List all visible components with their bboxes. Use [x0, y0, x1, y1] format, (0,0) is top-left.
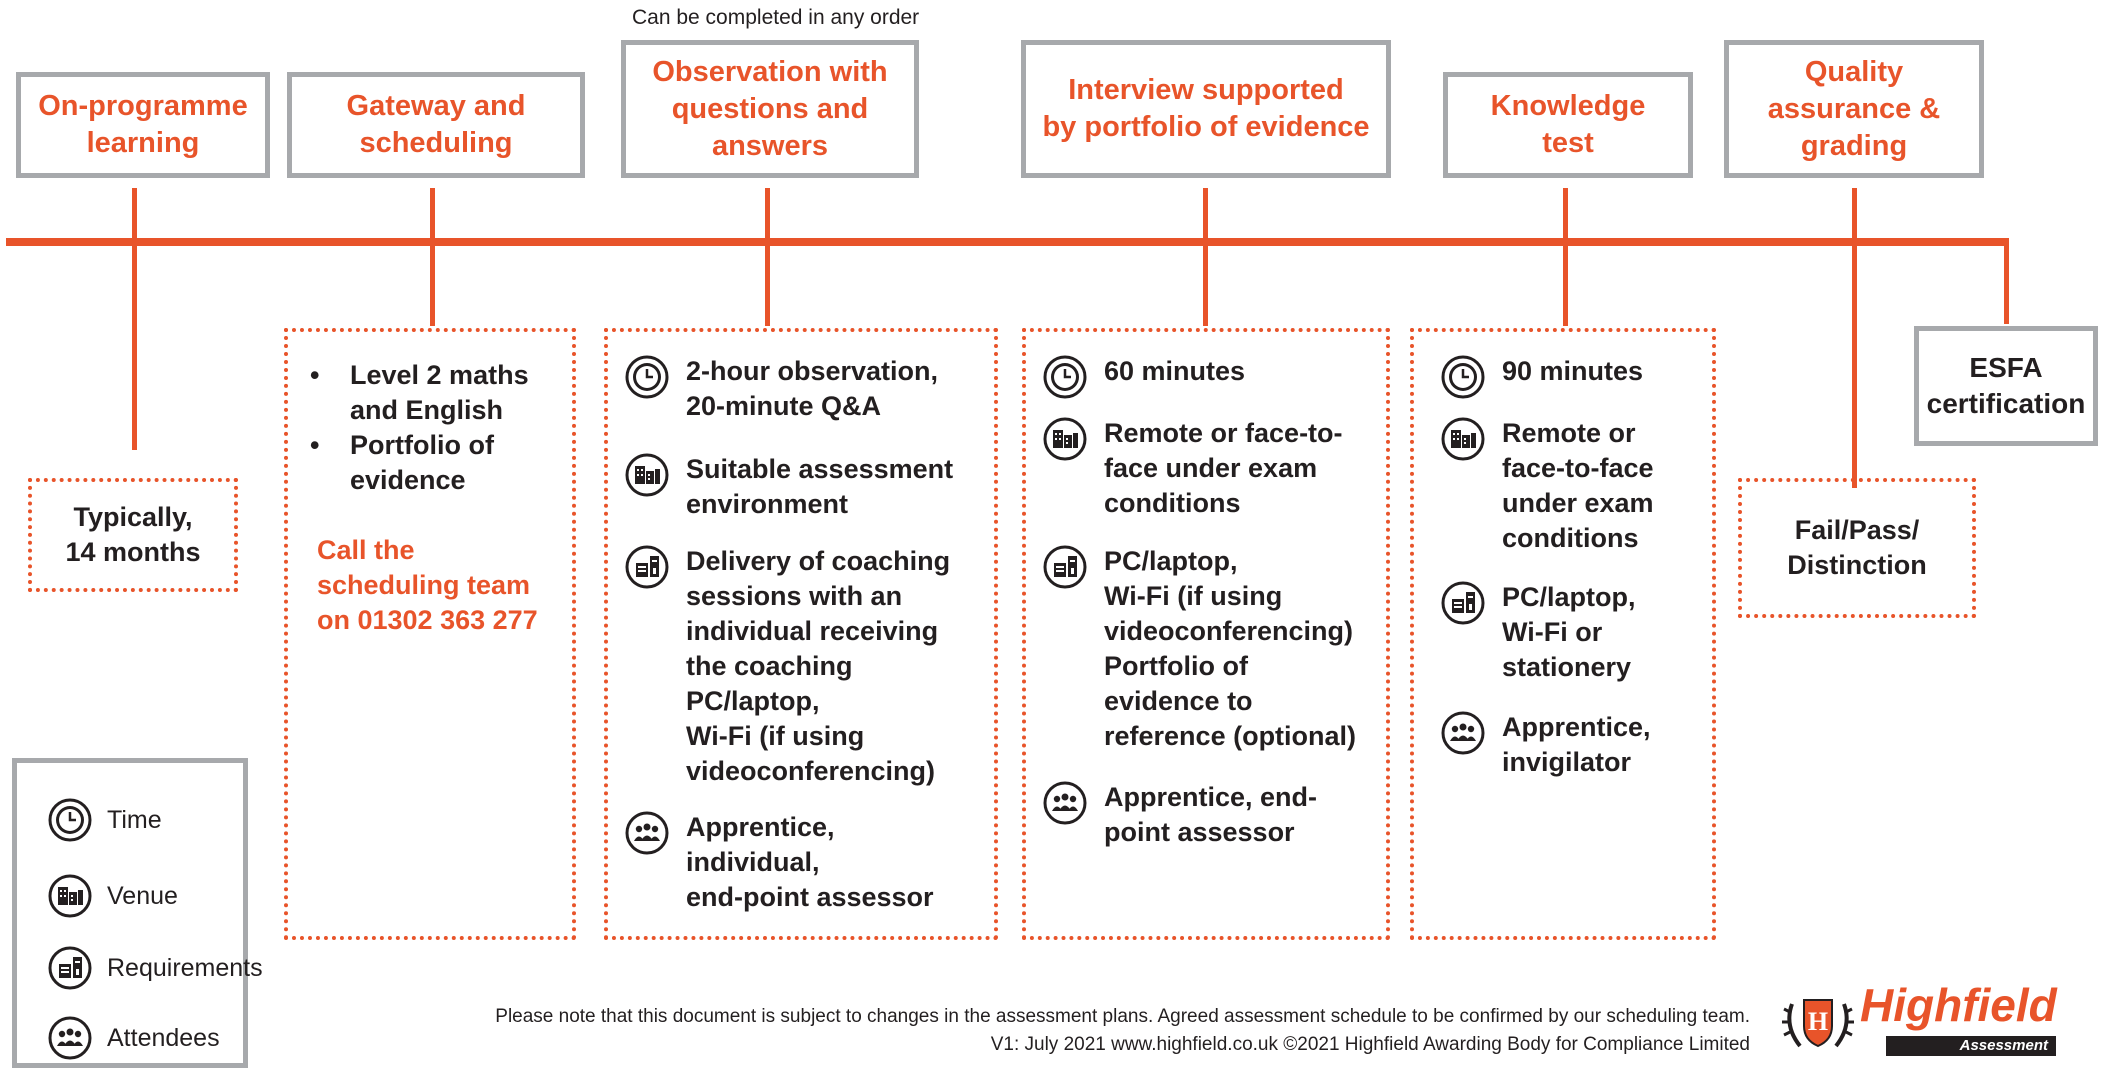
stage-observation: Observation with questions and answers: [621, 40, 919, 178]
svg-text:H: H: [1808, 1007, 1828, 1036]
logo-tagline: Assessment: [1886, 1036, 2056, 1056]
laurel-crest-icon: H: [1782, 999, 1854, 1048]
legend-requirements: Requirements: [47, 945, 263, 991]
clock-icon: [624, 354, 670, 400]
interview-details-box: [1022, 328, 1390, 940]
people-icon: [1440, 710, 1486, 756]
server-icon: [624, 544, 670, 590]
stage-esfa-certification: ESFA certification: [1914, 326, 2098, 446]
stage-quality-assurance-grading: Quality assurance & grading: [1724, 40, 1984, 178]
server-icon: [1440, 580, 1486, 626]
gateway-bullet: • Level 2 maths and English: [310, 358, 570, 428]
observation-attendees: Apprentice, individual, end-point assess…: [624, 810, 934, 915]
building-icon: [47, 873, 93, 919]
people-icon: [624, 810, 670, 856]
knowledge-attendees: Apprentice, invigilator: [1440, 710, 1651, 780]
observation-details-box: [604, 328, 998, 940]
gateway-details-box: [284, 328, 576, 940]
connector-grading: [1852, 188, 1857, 488]
server-icon: [47, 945, 93, 991]
interview-time: 60 minutes: [1042, 354, 1245, 400]
on-programme-duration-box: Typically, 14 months: [28, 478, 238, 592]
knowledge-time: 90 minutes: [1440, 354, 1643, 400]
knowledge-test-details-box: [1410, 328, 1716, 940]
stage-interview: Interview supported by portfolio of evid…: [1021, 40, 1391, 178]
connector-interview: [1203, 188, 1208, 326]
observation-time: 2-hour observation, 20-minute Q&A: [624, 354, 938, 424]
interview-venue: Remote or face-to- face under exam condi…: [1042, 416, 1343, 521]
bullet-icon: •: [310, 360, 320, 390]
grading-outcome: Fail/Pass/ Distinction: [1787, 515, 1927, 580]
timeline-axis: [6, 238, 2004, 246]
grading-outcome-box: Fail/Pass/ Distinction: [1738, 478, 1976, 618]
clock-icon: [1042, 354, 1088, 400]
people-icon: [47, 1015, 93, 1061]
legend-attendees: Attendees: [47, 1015, 220, 1061]
connector-observation: [765, 188, 770, 326]
legend-venue: Venue: [47, 873, 178, 919]
stage-on-programme-learning: On-programme learning: [16, 72, 270, 178]
stage-knowledge-test: Knowledge test: [1443, 72, 1693, 178]
icon-legend: Time Venue Requirements Attendees: [12, 758, 263, 1068]
people-icon: [1042, 780, 1088, 826]
highfield-logo: H Highfield Assessment: [1782, 979, 2064, 1058]
interview-attendees: Apprentice, end- point assessor: [1042, 780, 1317, 850]
building-icon: [1042, 416, 1088, 462]
legend-time: Time: [47, 797, 162, 843]
on-programme-duration: Typically, 14 months: [65, 502, 201, 567]
building-icon: [624, 452, 670, 498]
gateway-bullets: • Level 2 maths and English • Portfolio …: [310, 358, 570, 498]
knowledge-venue: Remote or face-to-face under exam condit…: [1440, 416, 1654, 556]
footer-disclaimer: Please note that this document is subjec…: [495, 1006, 1750, 1027]
gateway-bullet: • Portfolio of evidence: [310, 428, 570, 498]
footer-version-copyright: V1: July 2021 www.highfield.co.uk ©2021 …: [990, 1034, 1750, 1055]
server-icon: [1042, 544, 1088, 590]
bullet-icon: •: [310, 430, 320, 460]
clock-icon: [1440, 354, 1486, 400]
connector-gateway: [430, 188, 435, 326]
clock-icon: [47, 797, 93, 843]
connector-knowledge: [1563, 188, 1568, 326]
observation-venue: Suitable assessment environment: [624, 452, 953, 522]
interview-requirements: PC/laptop, Wi-Fi (if using videoconferen…: [1042, 544, 1356, 754]
scheduling-team-contact: Call the scheduling team on 01302 363 27…: [317, 535, 538, 635]
stage-gateway-scheduling: Gateway and scheduling: [287, 72, 585, 178]
any-order-note: Can be completed in any order: [632, 6, 920, 29]
observation-requirements: Delivery of coaching sessions with an in…: [624, 544, 950, 789]
knowledge-requirements: PC/laptop, Wi-Fi or stationery: [1440, 580, 1636, 685]
building-icon: [1440, 416, 1486, 462]
logo-wordmark: Highfield: [1860, 979, 2057, 1031]
connector-esfa: [2004, 238, 2009, 324]
connector-on-programme: [132, 188, 137, 450]
